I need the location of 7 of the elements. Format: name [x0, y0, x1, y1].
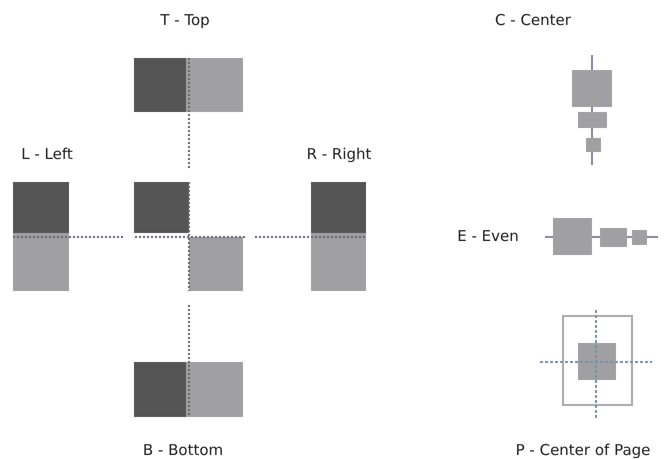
option-label: E - Even [457, 227, 519, 245]
option-label: C - Center [495, 11, 571, 29]
option-label: P - Center of Page [516, 441, 650, 459]
option-label: T - Top [160, 11, 210, 29]
option-label: R - Right [306, 145, 372, 163]
option-label: B - Bottom [142, 441, 224, 459]
option-label: L - Left [21, 145, 73, 163]
